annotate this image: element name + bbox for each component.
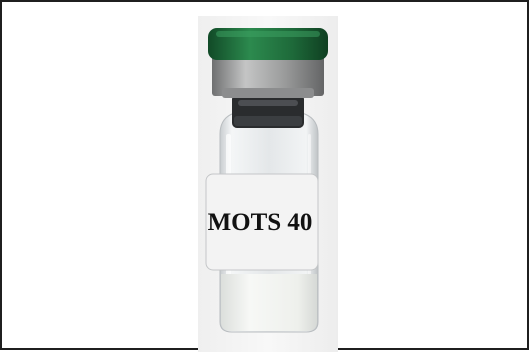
- cap-top-highlight: [216, 31, 320, 37]
- crimp-lower-band: [222, 88, 314, 98]
- vial-photo: MOTS 40: [198, 16, 338, 352]
- stopper-highlight: [238, 100, 298, 106]
- vial-powder: [221, 274, 317, 331]
- vial-label: [205, 173, 319, 271]
- aluminium-crimp: [212, 56, 324, 96]
- stopper-reflection: [234, 116, 302, 126]
- vial-label-text: MOTS 40: [208, 209, 313, 236]
